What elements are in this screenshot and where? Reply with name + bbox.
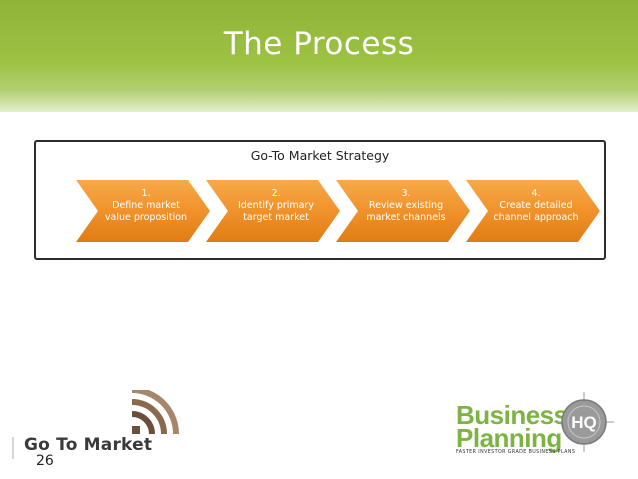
process-step-1: 1. Define market value proposition [76,180,212,242]
logo-divider [12,437,14,459]
process-step-3: 3. Review existing market channels [336,180,472,242]
process-step-4: 4. Create detailed channel approach [466,180,602,242]
step-line-1: Define market [112,200,180,211]
slide-title: The Process [223,26,415,62]
go-to-market-logo: Go To Market [24,435,153,455]
step-line-2: channel approach [493,212,579,223]
business-planning-logo-line-2: Planning [456,423,562,453]
chevron-shape-3 [336,180,470,242]
step-line-2: market channels [366,212,446,223]
step-line-1: Review existing [368,200,444,211]
chevron-shape-1 [76,180,210,242]
hq-badge-text: HQ [571,413,597,432]
step-line-1: Create detailed [499,200,573,211]
header-band: The Process [0,0,638,112]
step-number: 4. [531,188,541,199]
step-line-2: target market [243,212,309,223]
strategy-diagram: Go-To Market Strategy 1. Define market v… [34,140,606,260]
process-step-2: 2. Identify primary target market [206,180,342,242]
step-number: 3. [401,188,411,199]
wifi-signal-icon [131,390,179,435]
diagram-title: Go-To Market Strategy [250,148,390,163]
step-number: 2. [271,188,281,199]
hq-badge-icon: HQ [554,392,614,452]
business-planning-logo-line-1: Business [456,400,568,430]
logo-tagline: FASTER INVESTOR GRADE BUSINESS PLANS [456,450,576,455]
step-number: 1. [141,188,151,199]
chevron-shape-2 [206,180,340,242]
page-number: 26 [36,453,54,469]
step-line-2: value proposition [104,212,188,223]
step-line-1: Identify primary [237,200,315,211]
chevron-shape-4 [466,180,600,242]
